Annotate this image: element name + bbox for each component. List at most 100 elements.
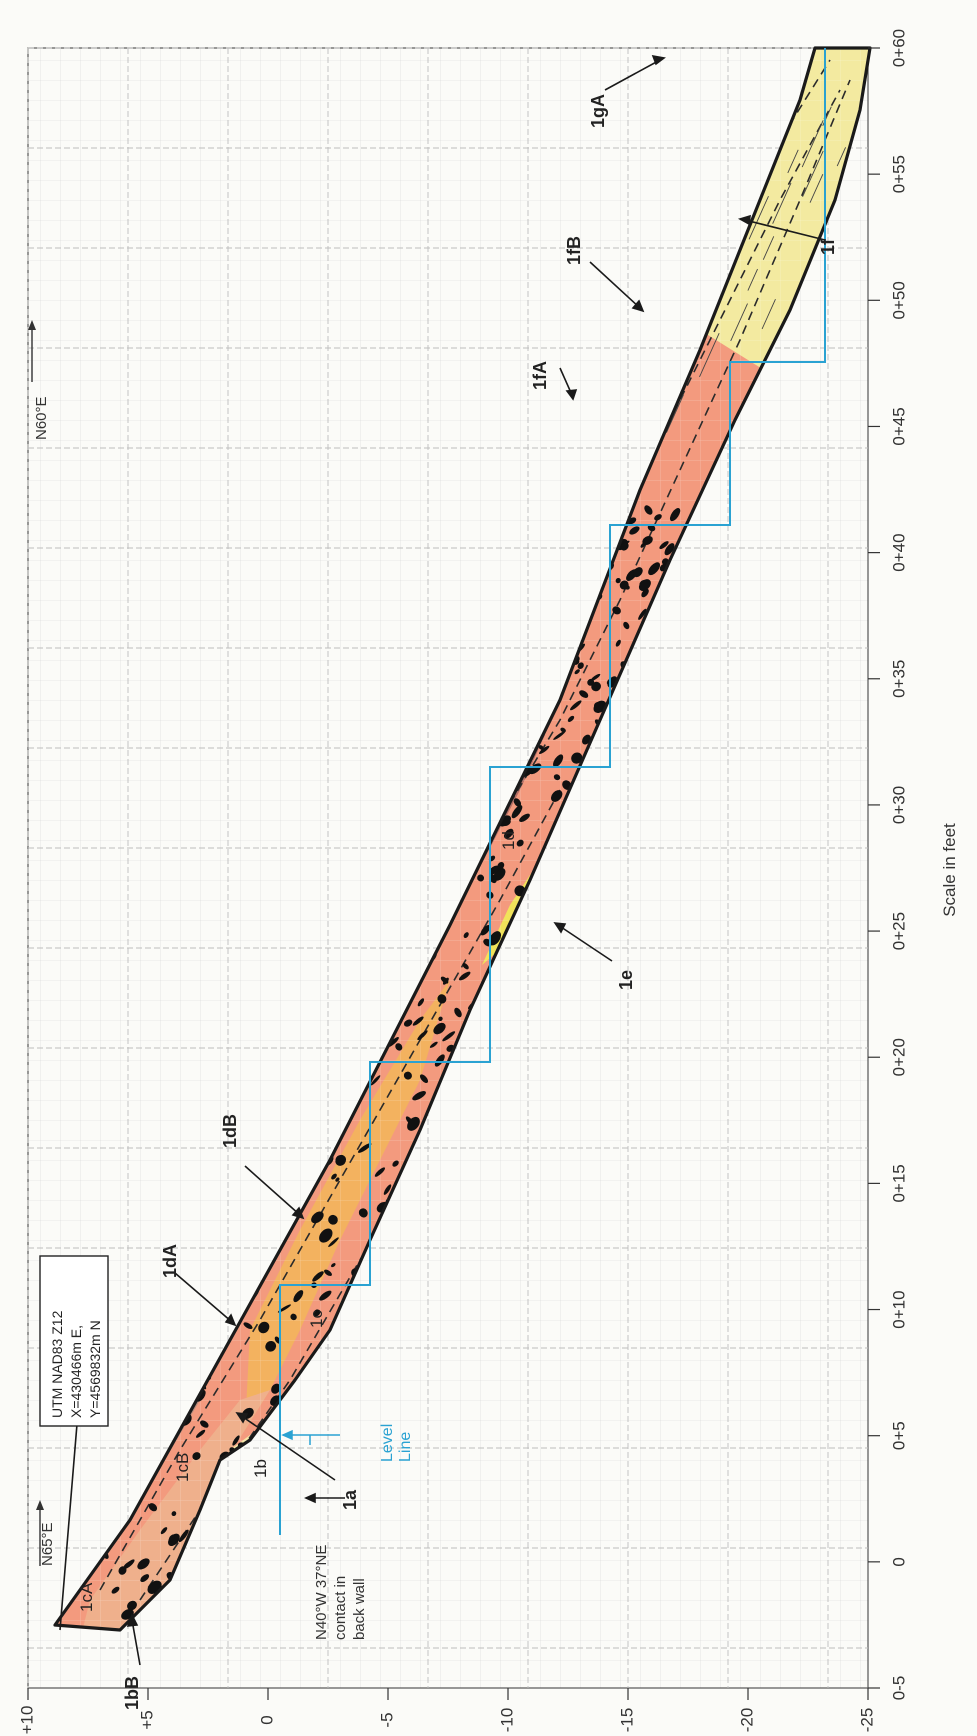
clast bbox=[200, 1420, 209, 1428]
label-1gA: 1gA bbox=[588, 94, 608, 128]
clast bbox=[553, 731, 566, 740]
x-axis-tick-label: 0+30 bbox=[889, 786, 908, 824]
x-axis-tick-label: 0+50 bbox=[889, 281, 908, 319]
x-axis-title: Scale in feet bbox=[940, 823, 959, 917]
clast bbox=[454, 1007, 462, 1018]
y-axis-tick-label: +5 bbox=[137, 1710, 156, 1729]
clast bbox=[277, 1304, 291, 1313]
clast bbox=[319, 1228, 333, 1243]
contact-note-line-2: contact in bbox=[332, 1576, 349, 1640]
y-axis-tick-label: -5 bbox=[377, 1712, 396, 1727]
clast bbox=[480, 925, 491, 936]
clast bbox=[265, 1340, 277, 1352]
utm-line-2: X=430466m E, bbox=[68, 1325, 84, 1418]
label-1fB: 1fB bbox=[564, 236, 584, 265]
clast bbox=[357, 1143, 372, 1153]
label-1fA: 1fA bbox=[530, 361, 550, 390]
hatch-line bbox=[747, 268, 758, 291]
contact-note-line-1: N40°W 37°NE bbox=[313, 1545, 330, 1640]
clast bbox=[433, 1022, 446, 1035]
hatch-line bbox=[772, 182, 792, 224]
clast bbox=[644, 505, 653, 515]
clast bbox=[383, 1184, 392, 1195]
clast bbox=[648, 562, 661, 576]
label-1dB: 1dB bbox=[220, 1114, 240, 1148]
hatch-line bbox=[836, 147, 847, 167]
clast bbox=[567, 715, 575, 722]
x-axis-tick-label: 0 bbox=[889, 1557, 908, 1566]
utm-box: UTM NAD83 Z12 X=430466m E, Y=4569832m N bbox=[39, 1255, 109, 1427]
y-axis-tick-label: -15 bbox=[617, 1708, 636, 1733]
utm-line-3: Y=4569832m N bbox=[87, 1320, 103, 1418]
clast bbox=[395, 1043, 403, 1051]
x-axis-tick-label: 0+15 bbox=[889, 1164, 908, 1202]
y-axis-tick-label: +10 bbox=[17, 1706, 36, 1735]
level-label-line-1: Level bbox=[379, 1424, 396, 1462]
hatch-line bbox=[802, 150, 824, 198]
clast bbox=[118, 1566, 127, 1575]
clast bbox=[328, 1237, 339, 1248]
clast bbox=[407, 1116, 420, 1131]
clast bbox=[553, 754, 564, 768]
clast bbox=[403, 1071, 412, 1080]
clast bbox=[324, 1269, 332, 1276]
clast bbox=[615, 639, 621, 647]
clast bbox=[591, 681, 601, 692]
clast bbox=[477, 874, 485, 882]
clast bbox=[403, 1019, 413, 1027]
clast bbox=[516, 839, 524, 847]
clast bbox=[463, 932, 469, 939]
orientation-right: N60°E bbox=[28, 320, 50, 440]
clast bbox=[137, 1558, 150, 1570]
clast bbox=[619, 580, 629, 590]
clast bbox=[140, 1574, 150, 1583]
clast bbox=[293, 1290, 304, 1303]
clast bbox=[438, 1016, 443, 1022]
clast bbox=[192, 1452, 201, 1461]
y-axis-tick-label: -10 bbox=[497, 1708, 516, 1733]
clast bbox=[570, 700, 582, 711]
clast bbox=[313, 1309, 320, 1316]
clast bbox=[659, 541, 669, 550]
clast bbox=[571, 752, 583, 764]
x-axis-tick-label: 0+20 bbox=[889, 1038, 908, 1076]
clast bbox=[319, 1290, 332, 1301]
leader-lines bbox=[59, 54, 826, 1666]
clast bbox=[633, 567, 643, 578]
hatch-line bbox=[699, 333, 720, 378]
label-1c: 1c bbox=[307, 1310, 326, 1328]
clast bbox=[669, 508, 681, 522]
clast bbox=[458, 971, 471, 981]
section-outline bbox=[53, 46, 872, 1632]
clast bbox=[560, 727, 566, 733]
y-axis-tick-label: -20 bbox=[737, 1708, 756, 1733]
clast bbox=[577, 662, 584, 669]
clast bbox=[519, 813, 530, 822]
hatch-line bbox=[761, 299, 776, 330]
clast bbox=[171, 1511, 177, 1517]
level-line-label: Level Line bbox=[379, 1424, 414, 1462]
clast bbox=[488, 931, 502, 946]
clast bbox=[168, 1534, 176, 1542]
label-1d: 1d bbox=[499, 831, 518, 850]
clast bbox=[124, 1559, 135, 1569]
clast bbox=[195, 1429, 206, 1438]
clast bbox=[638, 608, 647, 620]
clast bbox=[437, 994, 447, 1004]
clast bbox=[271, 1383, 281, 1394]
hatch-line bbox=[801, 120, 824, 168]
clast bbox=[111, 1586, 120, 1594]
clast bbox=[638, 579, 651, 592]
clast bbox=[497, 862, 505, 870]
clast bbox=[615, 577, 621, 584]
clast bbox=[590, 673, 601, 681]
clast bbox=[148, 1503, 158, 1512]
label-1dA: 1dA bbox=[160, 1244, 180, 1278]
clast bbox=[290, 1313, 297, 1321]
clast bbox=[311, 1211, 324, 1224]
label-1a: 1a bbox=[340, 1489, 360, 1510]
clast bbox=[620, 542, 629, 551]
x-axis-tick-label: 0+35 bbox=[889, 660, 908, 698]
